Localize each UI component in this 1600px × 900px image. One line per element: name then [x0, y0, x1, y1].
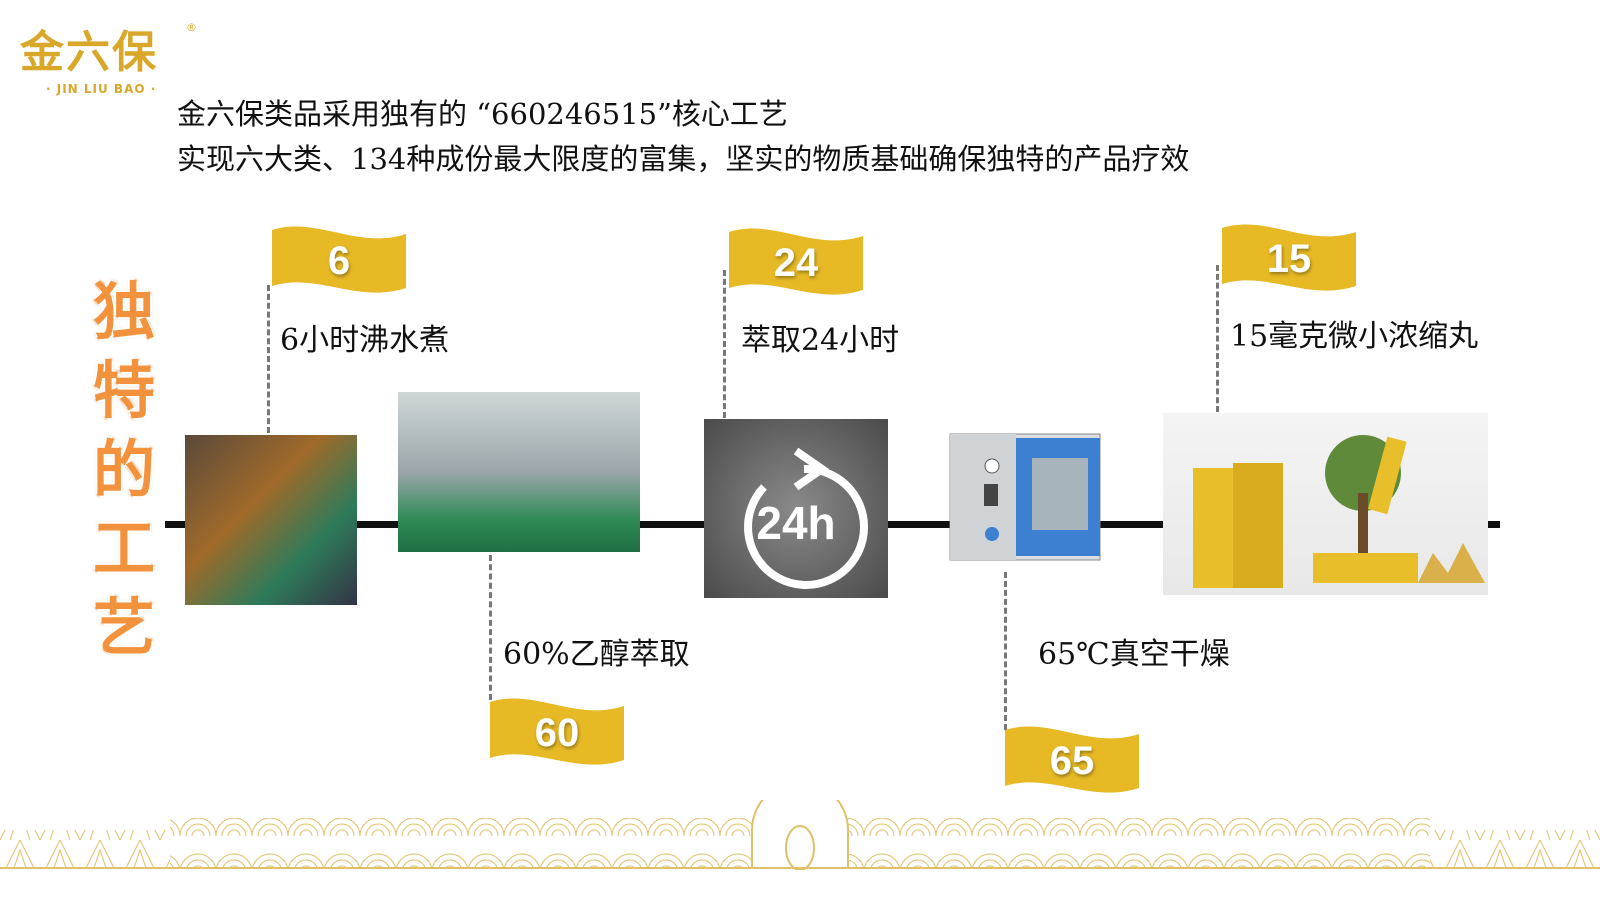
step-label: 60%乙醇萃取: [503, 637, 690, 672]
flag-value: 6: [327, 239, 351, 283]
flag-value: 60: [534, 711, 580, 755]
decorative-border: [0, 800, 1600, 870]
flag-value: 65: [1049, 739, 1095, 783]
flag-15: 15: [1222, 222, 1356, 296]
connector: [723, 270, 726, 418]
flag-60: 60: [490, 696, 624, 770]
logo: 金六保: [20, 27, 158, 78]
flag-value: 24: [773, 241, 819, 285]
header-line-1: 金六保类品采用独有的 “660246515”核心工艺: [177, 97, 788, 131]
connector: [489, 555, 492, 700]
vacuum-oven-image: [948, 430, 1105, 570]
side-title-char: 工: [92, 512, 155, 585]
clock-label: 24h: [756, 497, 836, 549]
step-label: 萃取24小时: [741, 323, 900, 358]
side-title-char: 的: [92, 433, 155, 506]
step-label: 15毫克微小浓缩丸: [1230, 319, 1479, 354]
step-label: 6小时沸水煮: [280, 323, 450, 358]
connector: [267, 285, 270, 433]
side-title: 独 特 的 工 艺: [88, 272, 160, 667]
side-title-char: 特: [92, 354, 155, 427]
flag-24: 24: [729, 226, 863, 300]
side-title-char: 独: [92, 275, 155, 348]
connector: [1216, 265, 1219, 412]
flag-65: 65: [1005, 724, 1139, 798]
side-title-char: 艺: [92, 591, 155, 664]
clock-24h-image: 24h: [704, 419, 888, 598]
registered-mark: ®: [186, 21, 197, 34]
boiling-photo: [185, 435, 357, 605]
product-image: [1163, 413, 1488, 595]
flag-value: 15: [1266, 237, 1312, 281]
logo-subtitle: · JIN LIU BAO ·: [46, 82, 157, 96]
connector: [1004, 572, 1007, 730]
step-label: 65℃真空干燥: [1038, 637, 1230, 672]
header-line-2: 实现六大类、134种成份最大限度的富集，坚实的物质基础确保独特的产品疗效: [177, 142, 1190, 176]
factory-photo: [398, 392, 640, 552]
flag-6: 6: [272, 224, 406, 298]
